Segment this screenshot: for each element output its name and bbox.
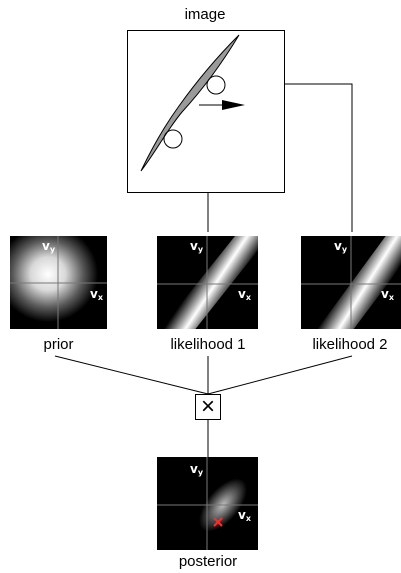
likelihood2-axis-y-label: vy <box>334 239 348 254</box>
prior-axis-x-label: vx <box>90 287 103 302</box>
likelihood1-axis-y-label: vy <box>190 239 204 254</box>
estimate-cross-marker <box>213 517 223 527</box>
likelihood1-label: likelihood 1 <box>170 336 246 353</box>
posterior-panel: vy vx <box>157 457 258 550</box>
likelihood2-axis-x-label: vx <box>381 287 394 302</box>
posterior-axis-x-label: vx <box>238 508 251 523</box>
moving-ellipse-shape <box>140 34 240 172</box>
likelihood1-panel: vy vx <box>157 236 258 329</box>
connector-likelihood2-to-multiply <box>207 355 353 395</box>
likelihood2-label: likelihood 2 <box>312 336 388 353</box>
aperture-circle-lower <box>163 129 183 149</box>
likelihood1-axis-x-label: vx <box>238 287 251 302</box>
posterior-label: posterior <box>178 553 238 570</box>
motion-arrow-icon <box>199 100 245 110</box>
aperture-circle-upper <box>206 75 226 95</box>
image-frame <box>127 30 285 193</box>
prior-axis-y-label: vy <box>42 239 56 254</box>
posterior-axis-y-label: vy <box>190 462 204 477</box>
multiply-operator: × <box>195 394 221 420</box>
multiply-icon: × <box>200 393 215 420</box>
image-title: image <box>184 6 226 23</box>
likelihood2-panel: vy vx <box>301 236 401 329</box>
prior-label: prior <box>43 336 74 353</box>
prior-panel: vy vx <box>10 236 107 329</box>
connector-prior-to-multiply <box>54 355 209 395</box>
